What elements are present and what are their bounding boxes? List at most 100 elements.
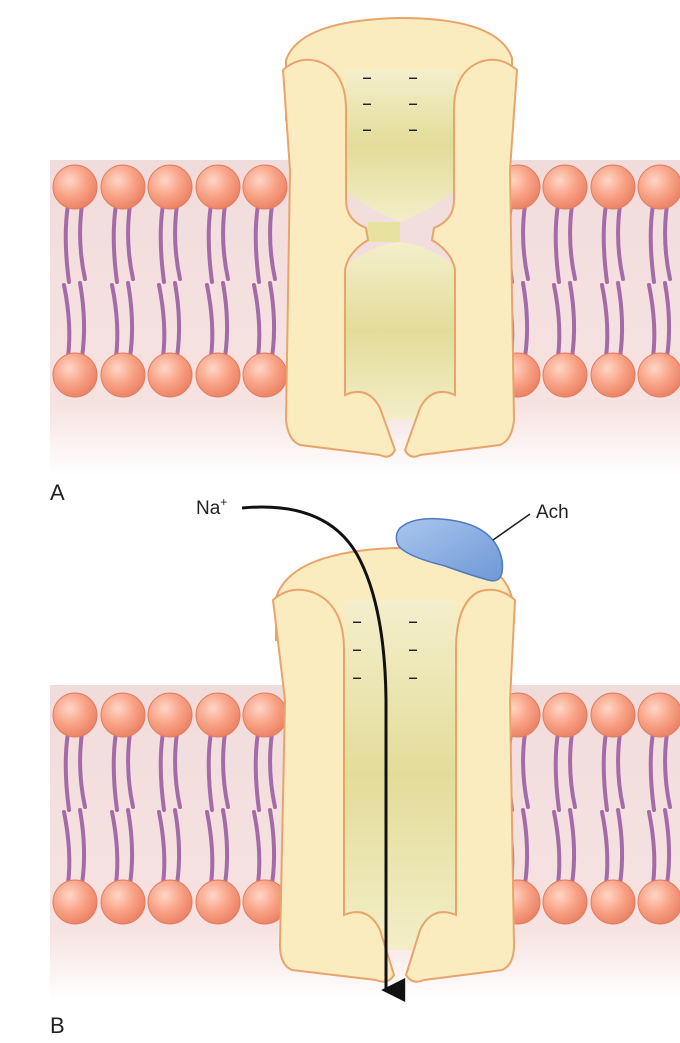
lipid-bilayer	[52, 164, 680, 398]
lipid-tail	[126, 808, 135, 886]
channel-left-subunit	[281, 58, 397, 458]
lipid-head	[242, 692, 288, 738]
phospholipid	[637, 692, 680, 925]
lipid-head	[637, 879, 680, 925]
lipid-tail	[252, 283, 262, 359]
lipid-head	[52, 879, 98, 925]
ion-flow-arrow	[241, 505, 406, 1002]
lipid-head	[195, 352, 241, 398]
lipid-tail	[600, 810, 610, 886]
lipid-tail	[78, 281, 87, 359]
lipid-tail	[205, 283, 215, 359]
phospholipid	[147, 164, 193, 398]
lipid-head	[195, 692, 241, 738]
lipid-head	[637, 164, 680, 210]
lipid-tail	[205, 810, 215, 886]
lipid-tail	[268, 808, 277, 886]
lipid-tail	[221, 808, 230, 886]
pore-gate	[368, 222, 400, 242]
charge-mark: –	[362, 91, 372, 115]
lipid-tail	[616, 281, 625, 359]
lipid-tail	[157, 810, 167, 886]
lipid-tail	[173, 281, 182, 359]
lipid-tail	[568, 808, 577, 886]
lipid-tail	[158, 203, 166, 284]
phospholipid	[52, 164, 98, 398]
lipid-tail	[63, 203, 71, 284]
lipid-head	[147, 692, 193, 738]
lipid-tail	[552, 283, 562, 359]
lipid-tail	[663, 808, 672, 886]
lipid-head	[147, 879, 193, 925]
lipid-tail	[521, 808, 530, 886]
lipid-head	[542, 692, 588, 738]
lipid-tail	[173, 808, 182, 886]
phospholipid	[242, 692, 288, 925]
lipid-head	[52, 692, 98, 738]
charge-mark: –	[352, 665, 362, 689]
charge-mark: –	[408, 637, 418, 661]
lipid-tail	[568, 281, 577, 359]
lipid-tail	[648, 731, 656, 812]
charge-mark: –	[408, 91, 418, 115]
lipid-tail	[78, 808, 87, 886]
lipid-tail	[568, 203, 577, 281]
charge-mark: –	[408, 609, 418, 633]
ligand-label: Ach	[536, 502, 569, 523]
lipid-tail	[552, 810, 562, 886]
phospholipid	[100, 164, 146, 398]
lipid-head	[195, 879, 241, 925]
phospholipid	[590, 692, 636, 925]
panel-b: – – – – – – Ach Na+ B	[50, 495, 680, 1038]
phospholipid	[542, 692, 588, 925]
lipid-tail	[173, 203, 182, 281]
lipid-head	[637, 692, 680, 738]
phospholipid	[542, 164, 588, 398]
phospholipid	[195, 692, 241, 925]
lipid-tail	[63, 731, 71, 812]
lipid-tail	[110, 283, 120, 359]
lipid-head	[590, 692, 636, 738]
lipid-head	[542, 164, 588, 210]
lipid-tail	[268, 203, 277, 281]
lipid-head	[590, 164, 636, 210]
lipid-head	[100, 164, 146, 210]
charge-mark: –	[362, 117, 372, 141]
lipid-head	[100, 352, 146, 398]
channel-left-subunit	[271, 588, 396, 983]
lipid-head	[637, 352, 680, 398]
sodium-ion-label: Na+	[196, 495, 227, 519]
lipid-tail	[221, 731, 230, 809]
phospholipid	[242, 164, 288, 398]
lipid-tail	[663, 731, 672, 809]
pore-upper	[345, 70, 455, 222]
lipid-tail	[601, 203, 609, 284]
lipid-head	[52, 352, 98, 398]
charge-mark: –	[352, 637, 362, 661]
lipid-head	[242, 352, 288, 398]
phospholipid	[590, 164, 636, 398]
charge-mark: –	[408, 117, 418, 141]
lipid-tail	[568, 731, 577, 809]
lipid-tail	[126, 203, 135, 281]
charge-mark: –	[362, 65, 372, 89]
phospholipid	[637, 164, 680, 398]
lipid-tail	[553, 731, 561, 812]
phospholipid	[100, 692, 146, 925]
channel-right-subunit	[404, 588, 517, 983]
charge-mark: –	[408, 65, 418, 89]
lipid-head	[147, 352, 193, 398]
channel-right-subunit	[403, 58, 519, 458]
lipid-tail	[647, 810, 657, 886]
lipid-tail	[600, 283, 610, 359]
lipid-tail	[206, 203, 214, 284]
pore-open	[342, 600, 458, 950]
lipid-head	[590, 352, 636, 398]
panel-a: – – – – – – A	[50, 16, 680, 505]
lipid-tail	[521, 281, 530, 359]
lipid-tail	[78, 203, 87, 281]
lipid-tail	[62, 810, 72, 886]
lipid-tail	[126, 281, 135, 359]
lipid-tail	[111, 203, 119, 284]
